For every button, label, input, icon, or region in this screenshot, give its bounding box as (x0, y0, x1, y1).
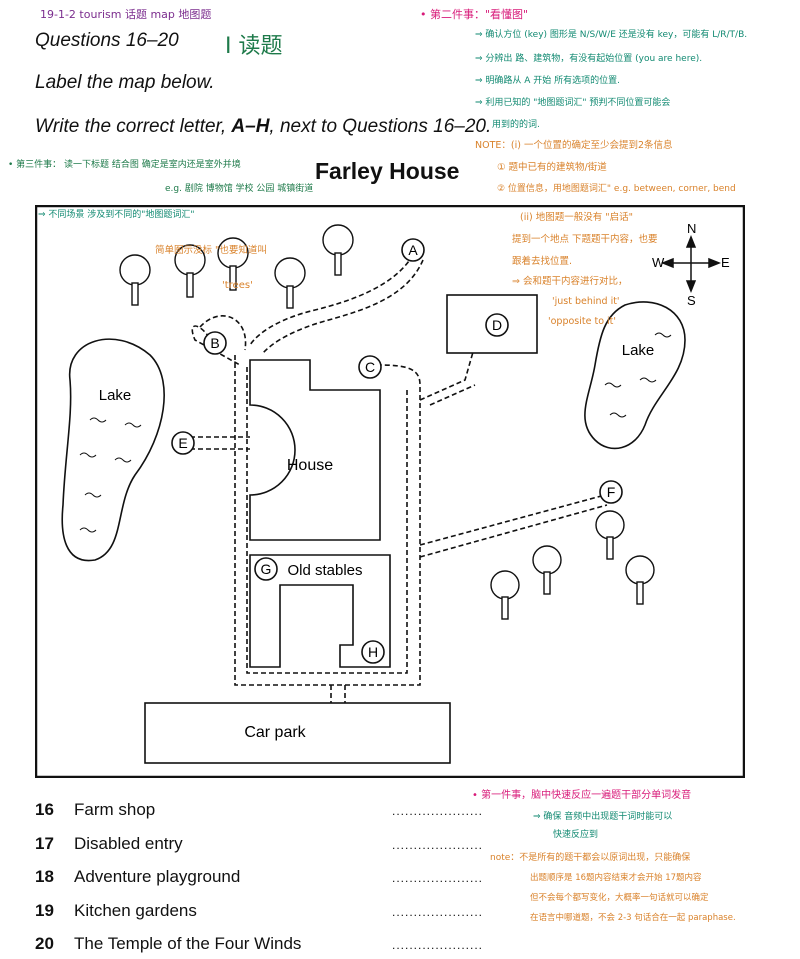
annotation-order-line3: 但不会每个都写变化，大概率一句话就可以确定 (530, 893, 709, 903)
instruction-text-post: , next to Questions 16–20. (269, 116, 492, 137)
question-number: 16 (35, 800, 54, 819)
marker-a: A (401, 238, 425, 262)
marker-g: G (254, 557, 278, 581)
annotation-trees-note2: 'trees' (222, 280, 253, 291)
annotation-order-line1: note：不是所有的题干都会以原词出现，只能确保 (490, 853, 691, 863)
tree-icon (322, 224, 354, 276)
marker-letter: E (178, 435, 187, 451)
annotation-step3-eg: e.g. 剧院 博物馆 学校 公园 城镇街道 (165, 184, 314, 194)
annotation-note-line3: ② 位置信息，用地图题词汇" e.g. between, corner, ben… (497, 184, 736, 194)
tree-icon (119, 254, 151, 306)
marker-letter: B (210, 335, 219, 351)
marker-letter: D (492, 317, 502, 333)
question-text: Adventure playground (74, 867, 241, 886)
question-number: 17 (35, 833, 54, 853)
marker-d: D (485, 313, 509, 337)
lake-right-ripples (604, 332, 672, 418)
compass-icon (660, 234, 722, 294)
lake-left (61, 338, 165, 562)
marker-b: B (203, 331, 227, 355)
annotation-step1-title: • 第一件事，脑中快速反应一遍题干部分单词发音 (472, 790, 692, 801)
map-title: Farley House (315, 158, 460, 184)
marker-e: E (171, 431, 195, 455)
old-stables-building (249, 554, 391, 668)
tree-icon (217, 237, 249, 291)
answer-blank[interactable]: ..................... (392, 837, 484, 852)
lake-right-label: Lake (622, 342, 655, 359)
map-markers: A B C D E F G H (171, 238, 623, 664)
house-label: House (287, 457, 333, 474)
task-label: Ⅰ 读题 (225, 34, 283, 59)
tree-icon (174, 244, 206, 298)
annotation-clue-line1: (ii) 地图题一般没有 "启话" (520, 212, 633, 223)
tree-icon (274, 257, 306, 309)
question-number: 20 (35, 934, 54, 953)
lake-left-ripples (79, 417, 142, 533)
compass-s: S (687, 293, 696, 308)
lake-left-label: Lake (99, 387, 132, 404)
car-park-label: Car park (244, 724, 306, 741)
tree-icon (532, 545, 562, 595)
header-note: 19-1-2 tourism 话题 map 地图题 (40, 8, 212, 21)
annotation-clue-line2: 提到一个地点 下题题干内容，也要 (512, 234, 658, 245)
annotation-step1-line2: 快速反应到 (553, 830, 599, 840)
marker-letter: C (365, 359, 375, 375)
question-text: Disabled entry (74, 833, 183, 853)
annotation-order-line2: 出题顺序是 16题内容结束才会开始 17题内容 (530, 873, 702, 883)
marker-c: C (358, 355, 382, 379)
instruction-text-letters: A–H (231, 116, 270, 137)
old-stables-label: Old stables (287, 562, 362, 579)
annotation-vocab-note: ⇒ 不同场景 涉及到不同的"地图题词汇" (38, 210, 195, 220)
annotation-clue-line4: ⇒ 会和题干内容进行对比， (512, 276, 628, 287)
tree-icon (490, 570, 520, 620)
annotation-step2-line5: 用到的的词. (492, 120, 540, 130)
annotation-step2-line2: ⇒ 分辨出 路、建筑物，有没有起始位置 (you are here). (475, 54, 703, 64)
answer-blank[interactable]: ..................... (392, 904, 484, 919)
section-title: Questions 16–20 (35, 30, 179, 51)
marker-letter: G (261, 561, 272, 577)
map-paths (190, 254, 608, 703)
question-number: 19 (35, 900, 54, 920)
question-number: 18 (35, 867, 54, 886)
question-text: Kitchen gardens (74, 900, 197, 920)
marker-letter: H (368, 644, 378, 660)
marker-letter: A (408, 242, 418, 258)
marker-f: F (599, 480, 623, 504)
marker-h: H (361, 640, 385, 664)
answer-blank[interactable]: ..................... (392, 804, 484, 818)
annotation-clue-line6: 'opposite to it' (548, 316, 617, 327)
map: House Old stables Car park Lake Lake (35, 205, 745, 778)
instruction-line-2: Write the correct letter, A–H, next to Q… (35, 116, 491, 138)
annotation-step2-line1: ⇒ 确认方位 (key) 图形是 N/S/W/E 还是没有 key，可能有 L/… (475, 30, 748, 40)
annotation-clue-line3: 跟着去找位置. (512, 256, 573, 267)
map-border (35, 205, 745, 778)
annotation-step2-title: • 第二件事："看懂图" (420, 8, 529, 21)
car-park (144, 702, 451, 764)
compass-w: W (652, 255, 665, 270)
annotation-trees-note1: 简单图示没标 "也要知道叫 (155, 245, 267, 256)
trees-top (119, 224, 354, 309)
tree-icon (625, 555, 655, 605)
question-text: The Temple of the Four Winds (74, 934, 302, 953)
compass-e: E (721, 255, 730, 270)
annotation-step2-line3: ⇒ 明确路从 A 开始 所有选项的位置. (475, 76, 621, 86)
annotation-note-line2: ① 题中已有的建筑物/街道 (497, 162, 607, 173)
tree-icon (595, 510, 625, 560)
annotation-note-line1: NOTE：(i) 一个位置的确定至少会提到2条信息 (475, 140, 673, 151)
compass-n: N (687, 221, 696, 236)
instruction-text-pre: Write the correct letter, (35, 116, 232, 137)
annotation-order-line4: 在语言中哪道题，不会 2-3 句话合在一起 paraphase. (530, 913, 736, 923)
instruction-line-1: Label the map below. (35, 72, 215, 93)
house-building (249, 359, 381, 541)
marker-letter: F (607, 484, 616, 500)
annotation-step3-title: • 第三件事： 读一下标题 结合图 确定是室内还是室外并境 (8, 160, 241, 170)
answer-blank[interactable]: ..................... (392, 871, 484, 885)
annotation-step2-line4: ⇒ 利用已知的 "地图题词汇" 预判不同位置可能会 (475, 98, 671, 108)
annotation-clue-line5: 'just behind it' (552, 296, 620, 307)
answer-blank[interactable]: ..................... (392, 938, 484, 952)
trees-bottom (490, 510, 655, 620)
lake-right (584, 301, 686, 450)
annotation-step1-line1: ⇒ 确保 音频中出现题干词时能可以 (533, 812, 673, 822)
question-text: Farm shop (74, 800, 156, 819)
